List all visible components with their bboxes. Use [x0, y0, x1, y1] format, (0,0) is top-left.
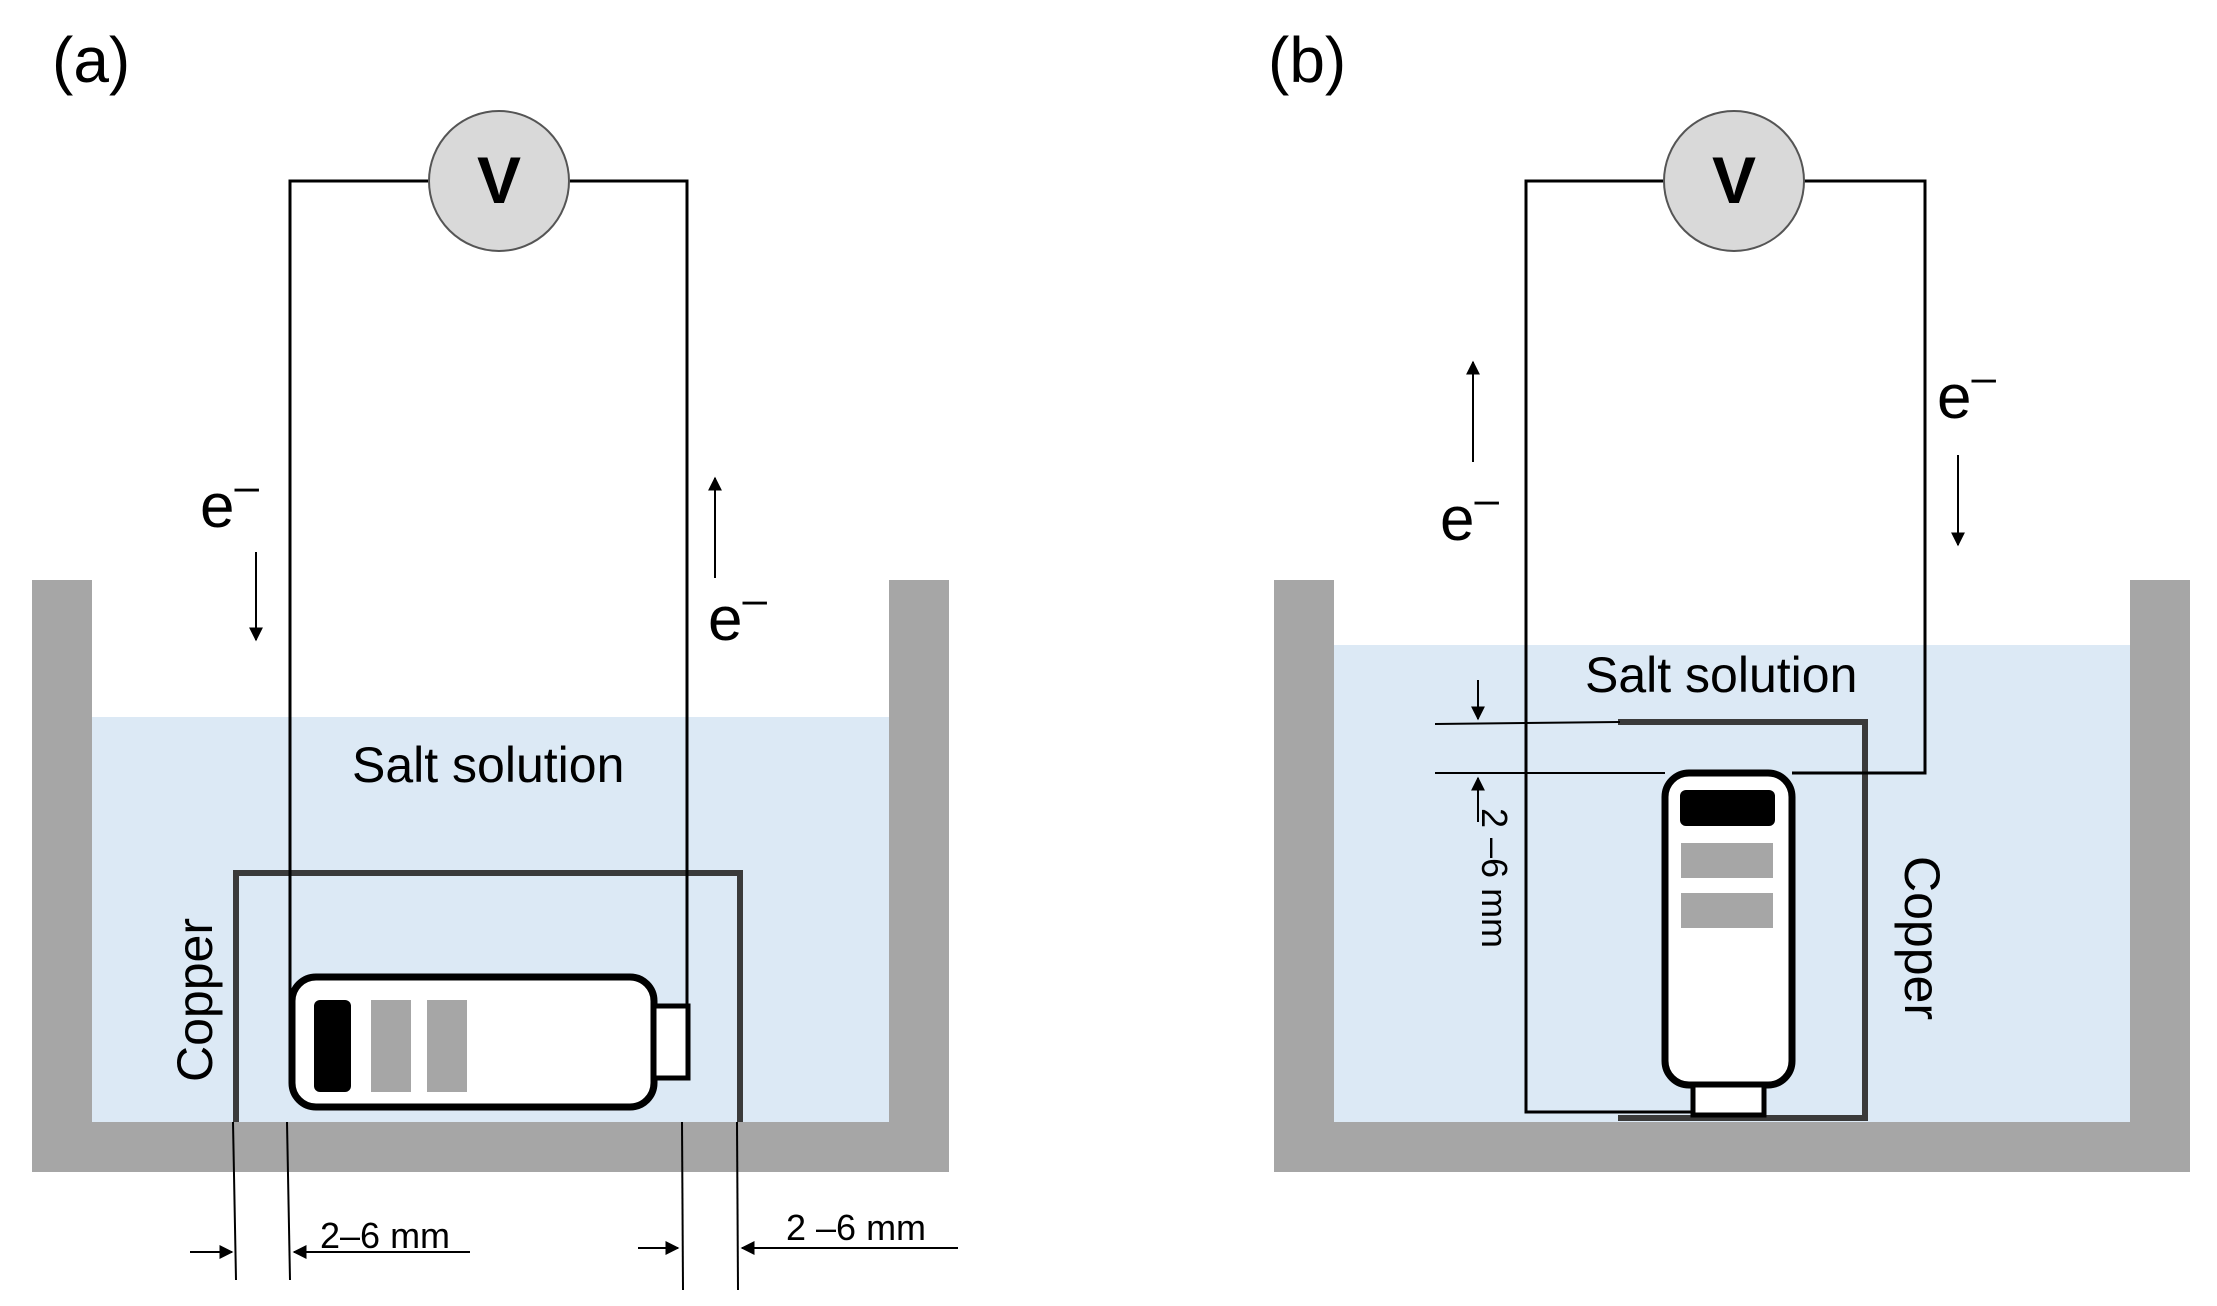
panel-b-voltmeter-label: V: [1712, 143, 1756, 217]
panel-a-extension-line: [681, 1121, 684, 1291]
panel-a-gap-right-label: 2 –6 mm: [786, 1207, 926, 1248]
panel-b-copper-label: Copper: [1894, 856, 1950, 1020]
panel-b-electron-left: e–: [1440, 475, 1499, 554]
panel-a-voltmeter-label: V: [477, 143, 521, 217]
panel-b-copper-container: [1618, 719, 1868, 1121]
panel-a-charge-bar-1: [314, 1000, 351, 1092]
panel-b-tag: (b): [1268, 24, 1346, 96]
panel-a-extension-line: [286, 1121, 291, 1281]
panel-a-battery: [288, 973, 691, 1111]
panel-a-tag: (a): [52, 24, 130, 96]
panel-a-voltmeter: [428, 110, 570, 252]
panel-a-gap-left-dimension: 2–6 mm: [190, 1121, 470, 1281]
panel-a-charge-bar-2: [371, 1000, 411, 1092]
panel-a-copper-container: [233, 870, 743, 1122]
panel-a: (a) Salt solution Copper V e– e–: [32, 24, 958, 1291]
panel-a-charge-bar-3: [427, 1000, 467, 1092]
panel-a-extension-line: [736, 1121, 739, 1291]
panel-b-solution-label: Salt solution: [1585, 647, 1857, 703]
panel-a-gap-left-label: 2–6 mm: [320, 1215, 450, 1256]
panel-a-gap-right-dimension: 2 –6 mm: [638, 1121, 958, 1291]
panel-b-charge-bar-3: [1681, 893, 1773, 928]
panel-b-battery: [1661, 769, 1796, 1118]
panel-b-gap-dimension: 2 –6 mm: [1434, 680, 1665, 948]
panel-a-extension-line: [232, 1121, 237, 1281]
panel-a-battery-terminal: [651, 1003, 691, 1081]
panel-a-electron-right: e–: [708, 575, 767, 654]
panel-a-solution-label: Salt solution: [352, 737, 624, 793]
panel-a-wire-right: [570, 179, 689, 1042]
panel-b-wire-left: [1524, 179, 1693, 1114]
panel-b-battery-terminal: [1690, 1082, 1767, 1118]
panel-b-charge-bar-1: [1680, 790, 1775, 826]
panel-b-gap-label: 2 –6 mm: [1474, 808, 1515, 948]
panel-b: (b) Salt solution Copper V e– e–: [1268, 24, 2190, 1172]
panel-b-charge-bar-2: [1681, 843, 1773, 878]
panel-b-electron-right: e–: [1937, 353, 1996, 432]
panel-b-wire-right: [1792, 179, 1927, 775]
panel-b-voltmeter: [1663, 110, 1805, 252]
panel-a-electron-left: e–: [200, 462, 259, 541]
panel-a-wire-left: [288, 179, 428, 1048]
panel-a-copper-label: Copper: [167, 918, 223, 1082]
panel-b-extension-line: [1434, 721, 1621, 725]
